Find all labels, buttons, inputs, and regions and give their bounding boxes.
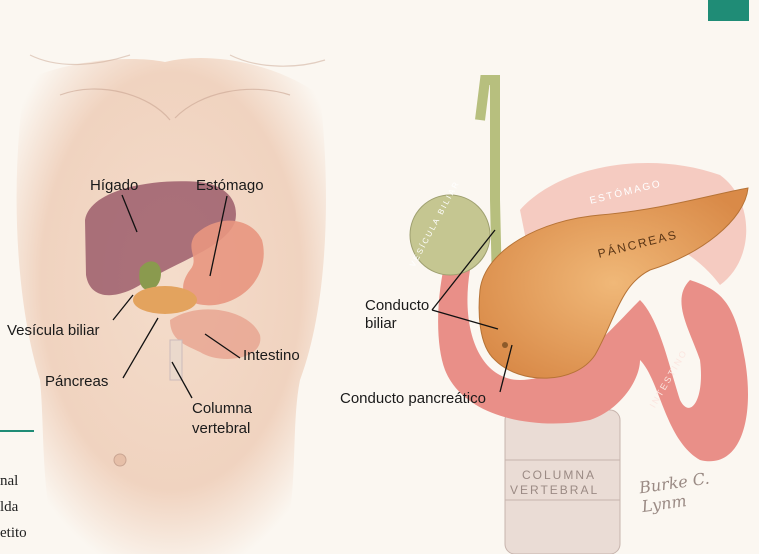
side-text-3: etito	[0, 521, 27, 545]
organ-label-spine-line2: VERTEBRAL	[510, 483, 599, 497]
spine-right	[505, 410, 620, 554]
label-spine-line1: Columna	[192, 400, 252, 418]
label-intestine: Intestino	[243, 347, 300, 365]
label-pancreatic-duct: Conducto pancreático	[340, 390, 486, 408]
accent-rule	[0, 430, 34, 432]
label-spine-line2: vertebral	[192, 420, 250, 438]
label-stomach: Estómago	[196, 177, 264, 195]
label-bile-duct-line1: Conducto	[365, 297, 429, 315]
accent-tab	[708, 0, 749, 21]
label-gallbladder: Vesícula biliar	[7, 322, 100, 340]
label-bile-duct-line2: biliar	[365, 315, 397, 333]
gallbladder-right	[410, 195, 490, 275]
spine-left	[170, 340, 182, 380]
side-text-1: nal	[0, 469, 18, 493]
label-liver: Hígado	[90, 177, 138, 195]
side-text-2: lda	[0, 495, 18, 519]
label-pancreas: Páncreas	[45, 373, 108, 391]
pancreas-left	[133, 286, 197, 314]
organ-label-spine-line1: COLUMNA	[522, 468, 596, 482]
